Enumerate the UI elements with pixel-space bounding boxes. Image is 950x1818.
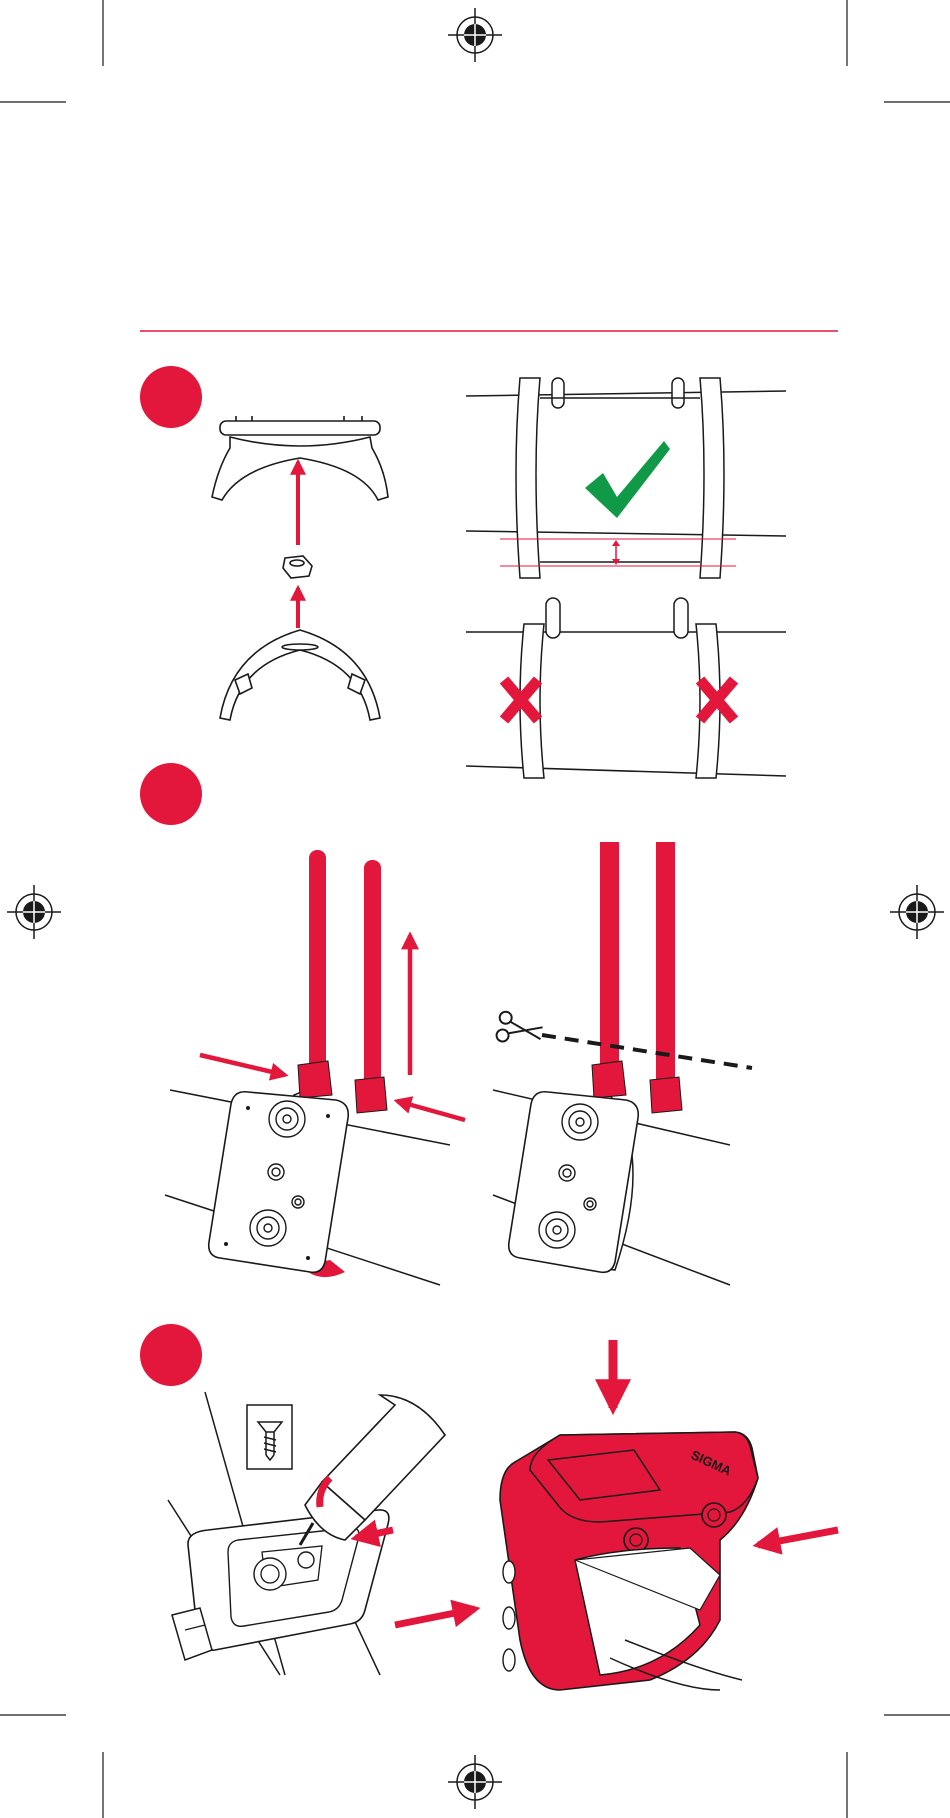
step-2-marker <box>140 763 202 825</box>
tighten-cable-ties <box>165 850 465 1285</box>
mount-top-plate <box>220 421 380 435</box>
step-1-marker <box>140 366 202 428</box>
step-3-marker <box>140 1324 202 1386</box>
registration-mark-icon <box>448 1755 502 1809</box>
cut-cable-ties <box>493 842 752 1285</box>
cable-tie-strap <box>600 842 619 1074</box>
computer-slot <box>503 1607 515 1629</box>
computer-button-right <box>702 1503 726 1527</box>
checkmark-icon <box>585 441 670 518</box>
cable-tie-strap <box>309 850 326 1090</box>
cable-tie-strap <box>364 860 381 1095</box>
clip-computer: SIGMA <box>395 1340 838 1690</box>
registration-mark-icon <box>7 885 61 939</box>
registration-mark-icon <box>890 885 944 939</box>
computer-slot <box>503 1649 515 1671</box>
registration-mark-icon <box>448 8 502 62</box>
computer-slot <box>503 1561 515 1583</box>
bar-fit-correct <box>466 378 786 578</box>
cut-line <box>542 1035 752 1068</box>
scissors-icon <box>496 1011 545 1048</box>
screw-mounting <box>168 1392 445 1675</box>
mount-exploded-view <box>212 416 388 720</box>
mount-base-plate <box>209 1092 349 1273</box>
